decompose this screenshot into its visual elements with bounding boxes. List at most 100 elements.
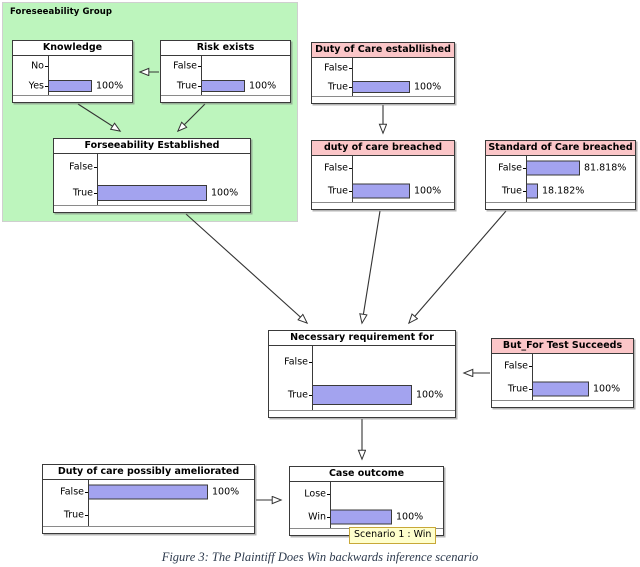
probability-bar-but-for-test-succeeds-true [532, 381, 589, 397]
node-axis-knowledge [48, 56, 49, 96]
node-axis-risk-exists [201, 56, 202, 96]
node-row-but-for-test-succeeds-false: False [492, 354, 633, 378]
row-tick [85, 491, 88, 493]
row-label-duty-of-care-breached-false: False [324, 162, 348, 174]
node-axis-standard-of-care-breached [526, 156, 527, 203]
node-row-forseeability-established-false: False [54, 154, 250, 180]
probability-value-knowledge-yes: 100% [96, 80, 124, 92]
row-tick [309, 394, 312, 396]
row-tick [327, 517, 330, 519]
row-tick [349, 191, 352, 193]
row-tick [198, 66, 201, 67]
node-title-standard-of-care-breached: Standard of Care breached [486, 141, 635, 156]
node-foot-duty-of-care-established [312, 96, 454, 103]
node-row-necessary-requirement-for-false: False [269, 346, 455, 379]
probability-value-duty-of-care-established-true: 100% [414, 81, 442, 93]
probability-bar-case-outcome-win [330, 509, 392, 525]
node-axis-case-outcome [330, 482, 331, 529]
node-title-necessary-requirement-for: Necessary requirement for [269, 331, 455, 346]
row-label-forseeability-established-false: False [69, 161, 93, 173]
probability-bar-knowledge-yes [48, 80, 92, 92]
node-title-risk-exists: Risk exists [161, 41, 290, 56]
row-tick [85, 515, 88, 517]
node-body-standard-of-care-breached: False 81.818% True 18.182% [486, 156, 635, 209]
node-body-duty-of-care-possibly-ameliorated: False 100% True [43, 480, 254, 533]
row-label-risk-exists-false: False [173, 60, 197, 72]
row-tick [523, 167, 526, 169]
probability-value-duty-of-care-possibly-ameliorated-false: 100% [212, 486, 240, 498]
row-label-knowledge-no: No [31, 60, 44, 72]
row-label-duty-of-care-possibly-ameliorated-false: False [60, 486, 84, 498]
node-row-risk-exists-true: True 100% [161, 76, 290, 96]
node-row-standard-of-care-breached-true: True 18.182% [486, 180, 635, 204]
row-label-case-outcome-lose: Lose [304, 488, 326, 500]
node-row-case-outcome-lose: Lose [290, 482, 443, 506]
row-tick [198, 86, 201, 87]
row-tick [45, 66, 48, 67]
row-label-duty-of-care-established-false: False [324, 62, 348, 74]
row-tick [45, 86, 48, 87]
probability-value-but-for-test-succeeds-true: 100% [593, 383, 621, 395]
edge-standard-breached-to-necessary [409, 210, 507, 323]
row-label-duty-of-care-breached-true: True [327, 185, 348, 197]
node-foot-standard-of-care-breached [486, 202, 635, 209]
node-axis-duty-of-care-breached [352, 156, 353, 203]
node-row-knowledge-no: No [13, 56, 132, 76]
node-row-duty-of-care-breached-false: False [312, 156, 454, 180]
row-tick [523, 191, 526, 193]
row-label-case-outcome-win: Win [308, 511, 326, 523]
node-axis-duty-of-care-established [352, 58, 353, 97]
row-label-but-for-test-succeeds-true: True [507, 383, 528, 395]
probability-bar-risk-exists-true [201, 80, 245, 92]
probability-value-standard-of-care-breached-false: 81.818% [584, 162, 627, 174]
row-tick [349, 87, 352, 89]
node-axis-forseeability-established [97, 154, 98, 206]
node-foot-duty-of-care-breached [312, 202, 454, 209]
row-label-standard-of-care-breached-true: True [501, 185, 522, 197]
node-row-duty-of-care-possibly-ameliorated-false: False 100% [43, 480, 254, 504]
probability-bar-forseeability-established-true [97, 185, 207, 201]
node-title-knowledge: Knowledge [13, 41, 132, 56]
edge-duty-breached-to-necessary [362, 210, 381, 323]
row-label-but-for-test-succeeds-false: False [504, 360, 528, 372]
node-axis-duty-of-care-possibly-ameliorated [88, 480, 89, 527]
probability-bar-duty-of-care-established-true [352, 81, 410, 94]
node-row-duty-of-care-established-false: False [312, 58, 454, 78]
row-label-necessary-requirement-for-false: False [284, 356, 308, 368]
node-foot-knowledge [13, 95, 132, 102]
row-label-risk-exists-true: True [176, 80, 197, 92]
node-title-duty-of-care-established: Duty of Care establlished [312, 43, 454, 58]
figure-caption: Figure 3: The Plaintiff Does Win backwar… [161, 550, 479, 564]
row-tick [529, 389, 532, 391]
probability-value-risk-exists-true: 100% [249, 80, 277, 92]
row-label-duty-of-care-established-true: True [327, 81, 348, 93]
probability-bar-duty-of-care-possibly-ameliorated-false [88, 484, 208, 500]
row-label-standard-of-care-breached-false: False [498, 162, 522, 174]
probability-value-standard-of-care-breached-true: 18.182% [542, 185, 585, 197]
node-foot-risk-exists [161, 95, 290, 102]
row-tick [94, 167, 97, 168]
node-row-risk-exists-false: False [161, 56, 290, 76]
row-tick [349, 167, 352, 169]
node-row-duty-of-care-possibly-ameliorated-true: True [43, 504, 254, 528]
